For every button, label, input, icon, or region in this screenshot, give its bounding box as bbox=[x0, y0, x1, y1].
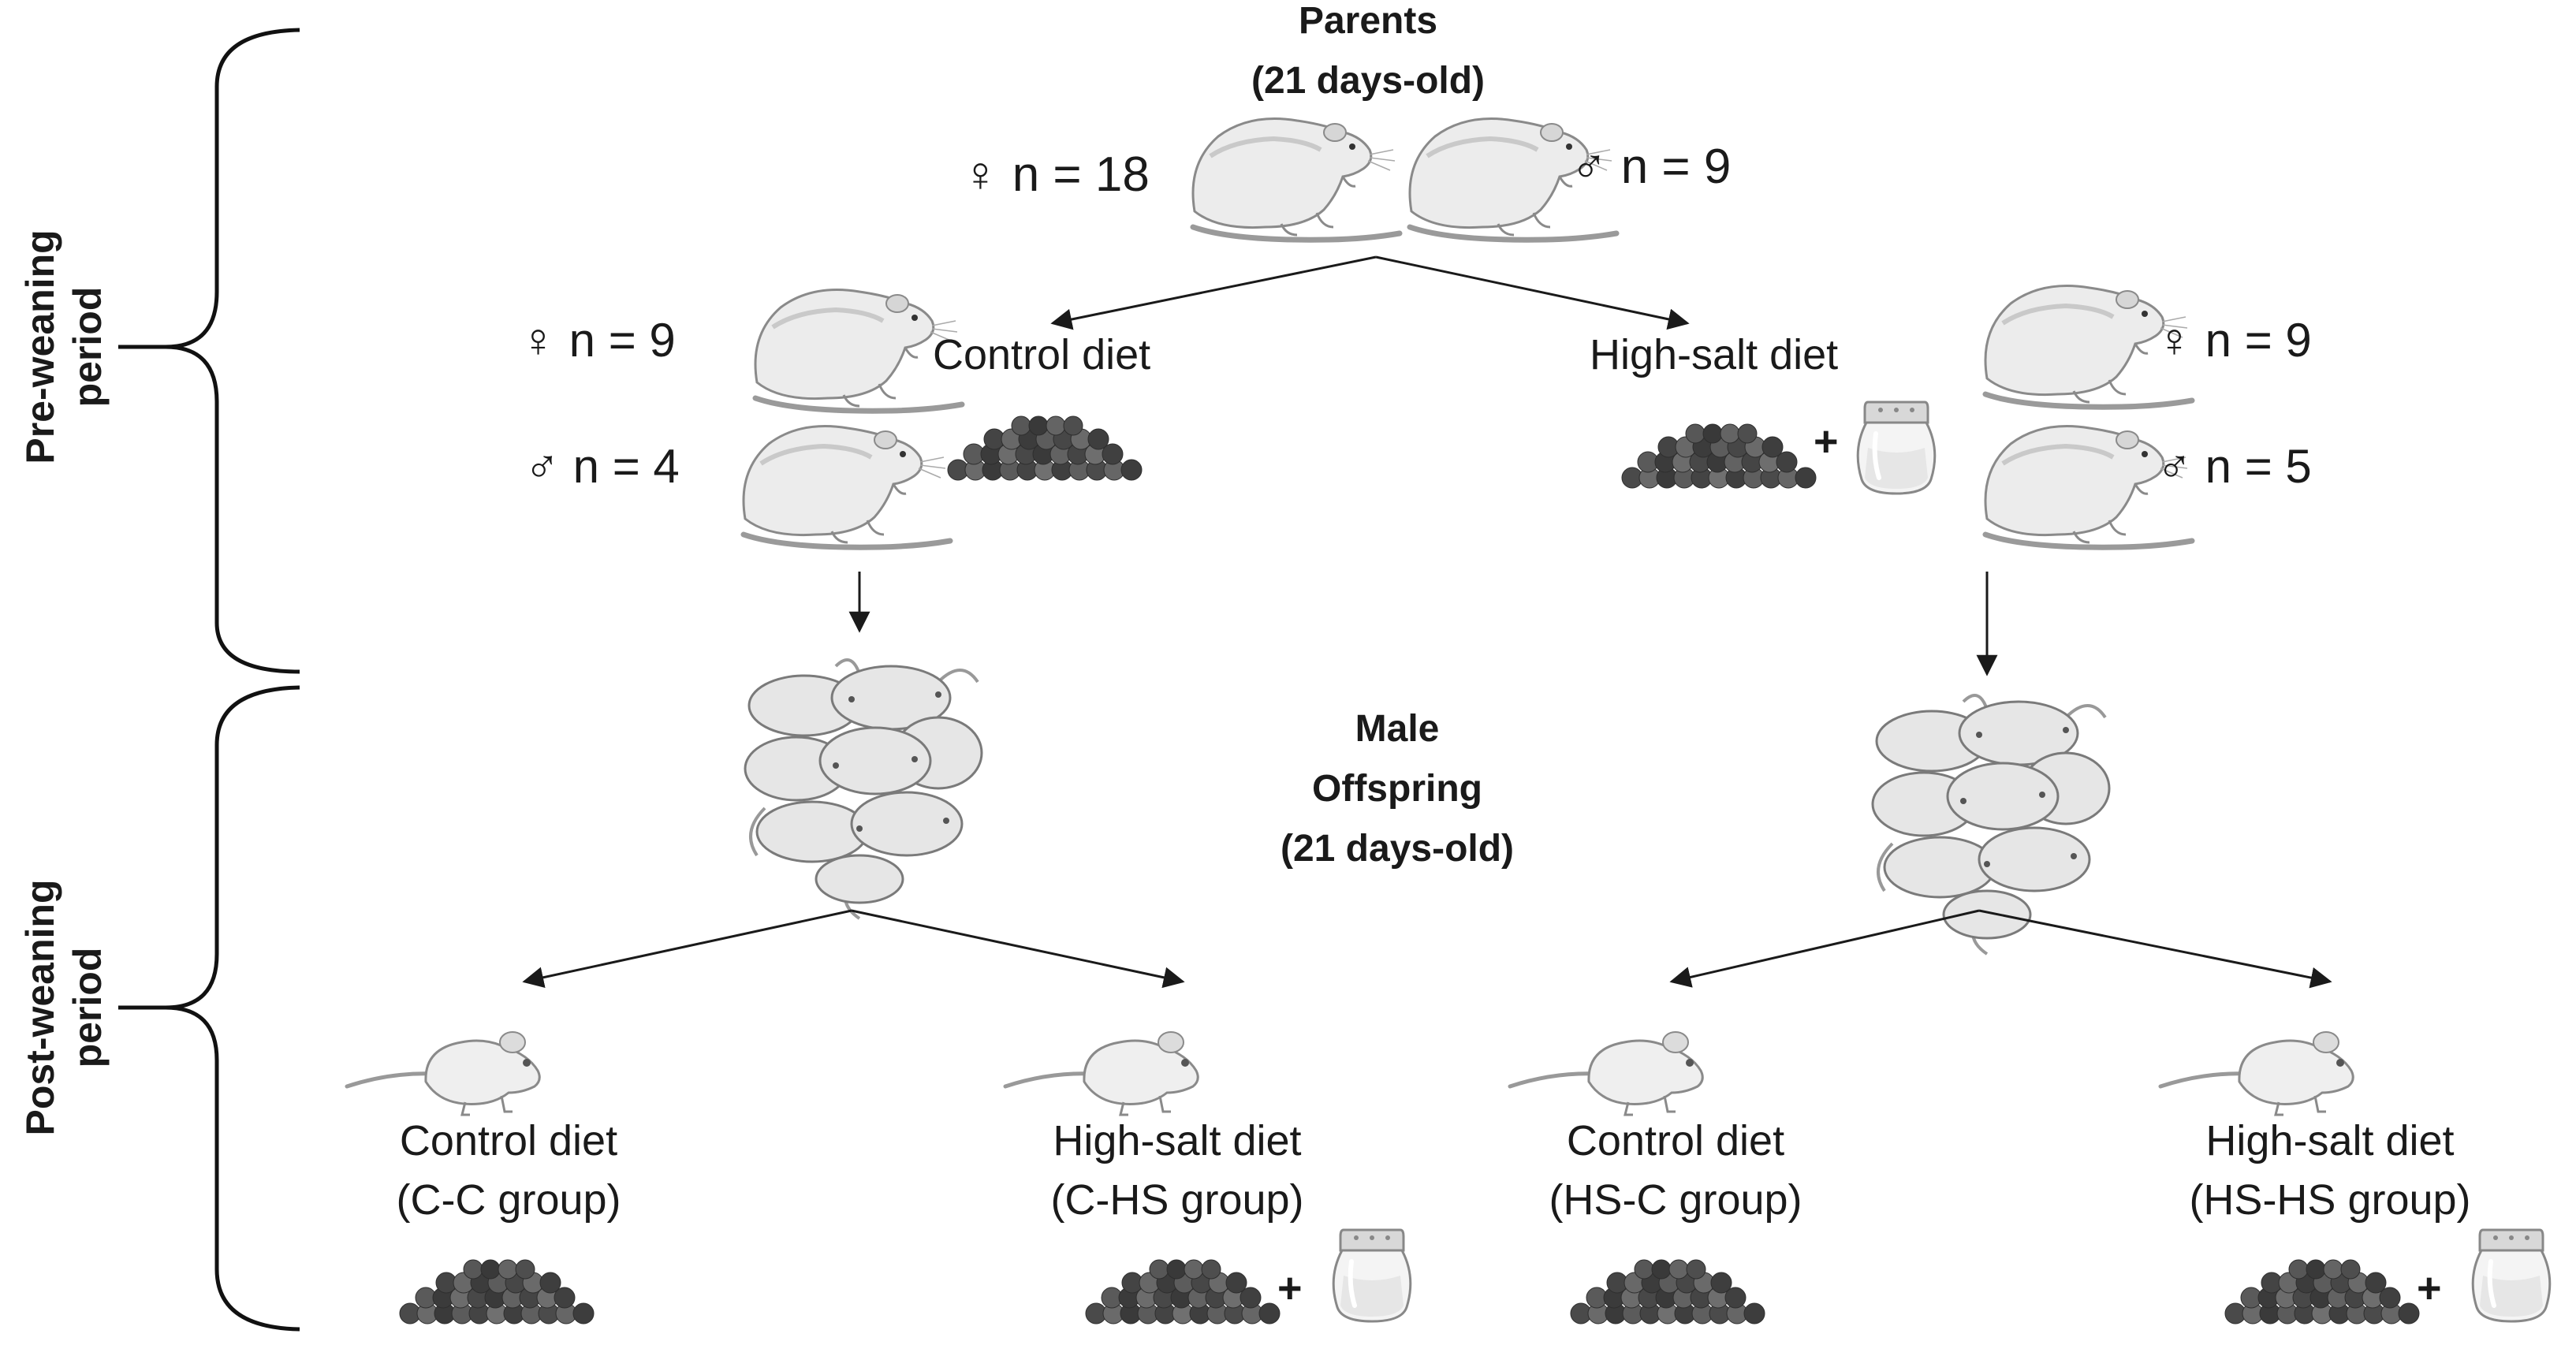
post-cc-group-label: (C-C group) bbox=[396, 1176, 621, 1224]
post-hsc-group-label: (HS-C group) bbox=[1549, 1176, 1802, 1224]
arrow-to-cc bbox=[522, 909, 852, 989]
hs-litter-icon bbox=[1871, 694, 2111, 956]
post-hsc-mouse-icon bbox=[1510, 1032, 1702, 1115]
pre-control-food-pellets-icon bbox=[947, 415, 1143, 481]
pre-control-male-count: ♂ n = 4 bbox=[524, 440, 680, 493]
pre-weaning-label: Pre-weaning period bbox=[18, 229, 110, 464]
post-chs-food-pellets-icon bbox=[1085, 1259, 1281, 1325]
pre-hs-female-count: ♀ n = 9 bbox=[2157, 314, 2312, 367]
post-hshs-plus: + bbox=[2417, 1265, 2442, 1312]
parents-title-line2: (21 days-old) bbox=[1251, 60, 1485, 102]
pre-hs-diet-label: High-salt diet bbox=[1590, 331, 1838, 378]
pre-hs-salt-shaker-icon bbox=[1858, 402, 1935, 494]
arrow-to-hshs bbox=[1978, 909, 2332, 989]
pre-control-female-rat-icon bbox=[755, 290, 962, 412]
parents-title-line1: Parents bbox=[1299, 0, 1437, 42]
post-chs-salt-shaker-icon bbox=[1333, 1230, 1411, 1321]
pre-weaning-brace bbox=[165, 28, 300, 674]
post-hsc-food-pellets-icon bbox=[1570, 1259, 1765, 1325]
post-cc-diet-label: Control diet bbox=[400, 1117, 617, 1164]
post-hshs-salt-shaker-icon bbox=[2473, 1230, 2550, 1321]
post-cc-food-pellets-icon bbox=[399, 1259, 595, 1325]
pre-hs-food-pellets-icon bbox=[1621, 423, 1817, 489]
pre-weaning-label-line1: Pre-weaning bbox=[18, 229, 62, 464]
post-chs-plus: + bbox=[1277, 1265, 1303, 1312]
offspring-title-line1: Male bbox=[1355, 708, 1440, 750]
parents-male-count: ♂ n = 9 bbox=[1571, 140, 1731, 194]
control-litter-icon bbox=[744, 658, 983, 920]
pre-weaning-label-line2: period bbox=[65, 287, 110, 408]
post-hshs-group-label: (HS-HS group) bbox=[2189, 1176, 2470, 1224]
post-hsc-diet-label: Control diet bbox=[1567, 1117, 1784, 1164]
post-weaning-label-line1: Post-weaning bbox=[18, 879, 62, 1135]
offspring-title-line2: Offspring bbox=[1312, 768, 1482, 810]
pre-hs-male-count: ♂ n = 5 bbox=[2157, 440, 2312, 493]
arrow-to-hsc bbox=[1669, 909, 1980, 988]
post-weaning-label-line2: period bbox=[65, 948, 110, 1068]
post-chs-diet-label: High-salt diet bbox=[1053, 1117, 1301, 1164]
pre-control-diet-label: Control diet bbox=[933, 331, 1150, 378]
post-chs-group-label: (C-HS group) bbox=[1050, 1176, 1303, 1224]
post-hshs-food-pellets-icon bbox=[2224, 1259, 2420, 1325]
pre-hs-plus: + bbox=[1814, 418, 1839, 465]
post-cc-mouse-icon bbox=[347, 1032, 539, 1115]
arrow-to-chs bbox=[851, 909, 1185, 989]
post-weaning-label: Post-weaning period bbox=[18, 879, 110, 1135]
arrow-to-high-salt bbox=[1375, 255, 1690, 330]
pre-control-female-count: ♀ n = 9 bbox=[520, 314, 676, 367]
post-chs-mouse-icon bbox=[1005, 1032, 1198, 1115]
parents-female-count: ♀ n = 18 bbox=[962, 147, 1150, 202]
offspring-title-line3: (21 days-old) bbox=[1281, 828, 1514, 870]
post-hshs-mouse-icon bbox=[2160, 1032, 2353, 1115]
post-weaning-brace bbox=[165, 685, 300, 1332]
arrow-to-control bbox=[1050, 255, 1377, 330]
pre-control-male-rat-icon bbox=[744, 427, 950, 548]
post-hshs-diet-label: High-salt diet bbox=[2205, 1117, 2454, 1164]
parent-female-rat-icon bbox=[1193, 119, 1400, 240]
